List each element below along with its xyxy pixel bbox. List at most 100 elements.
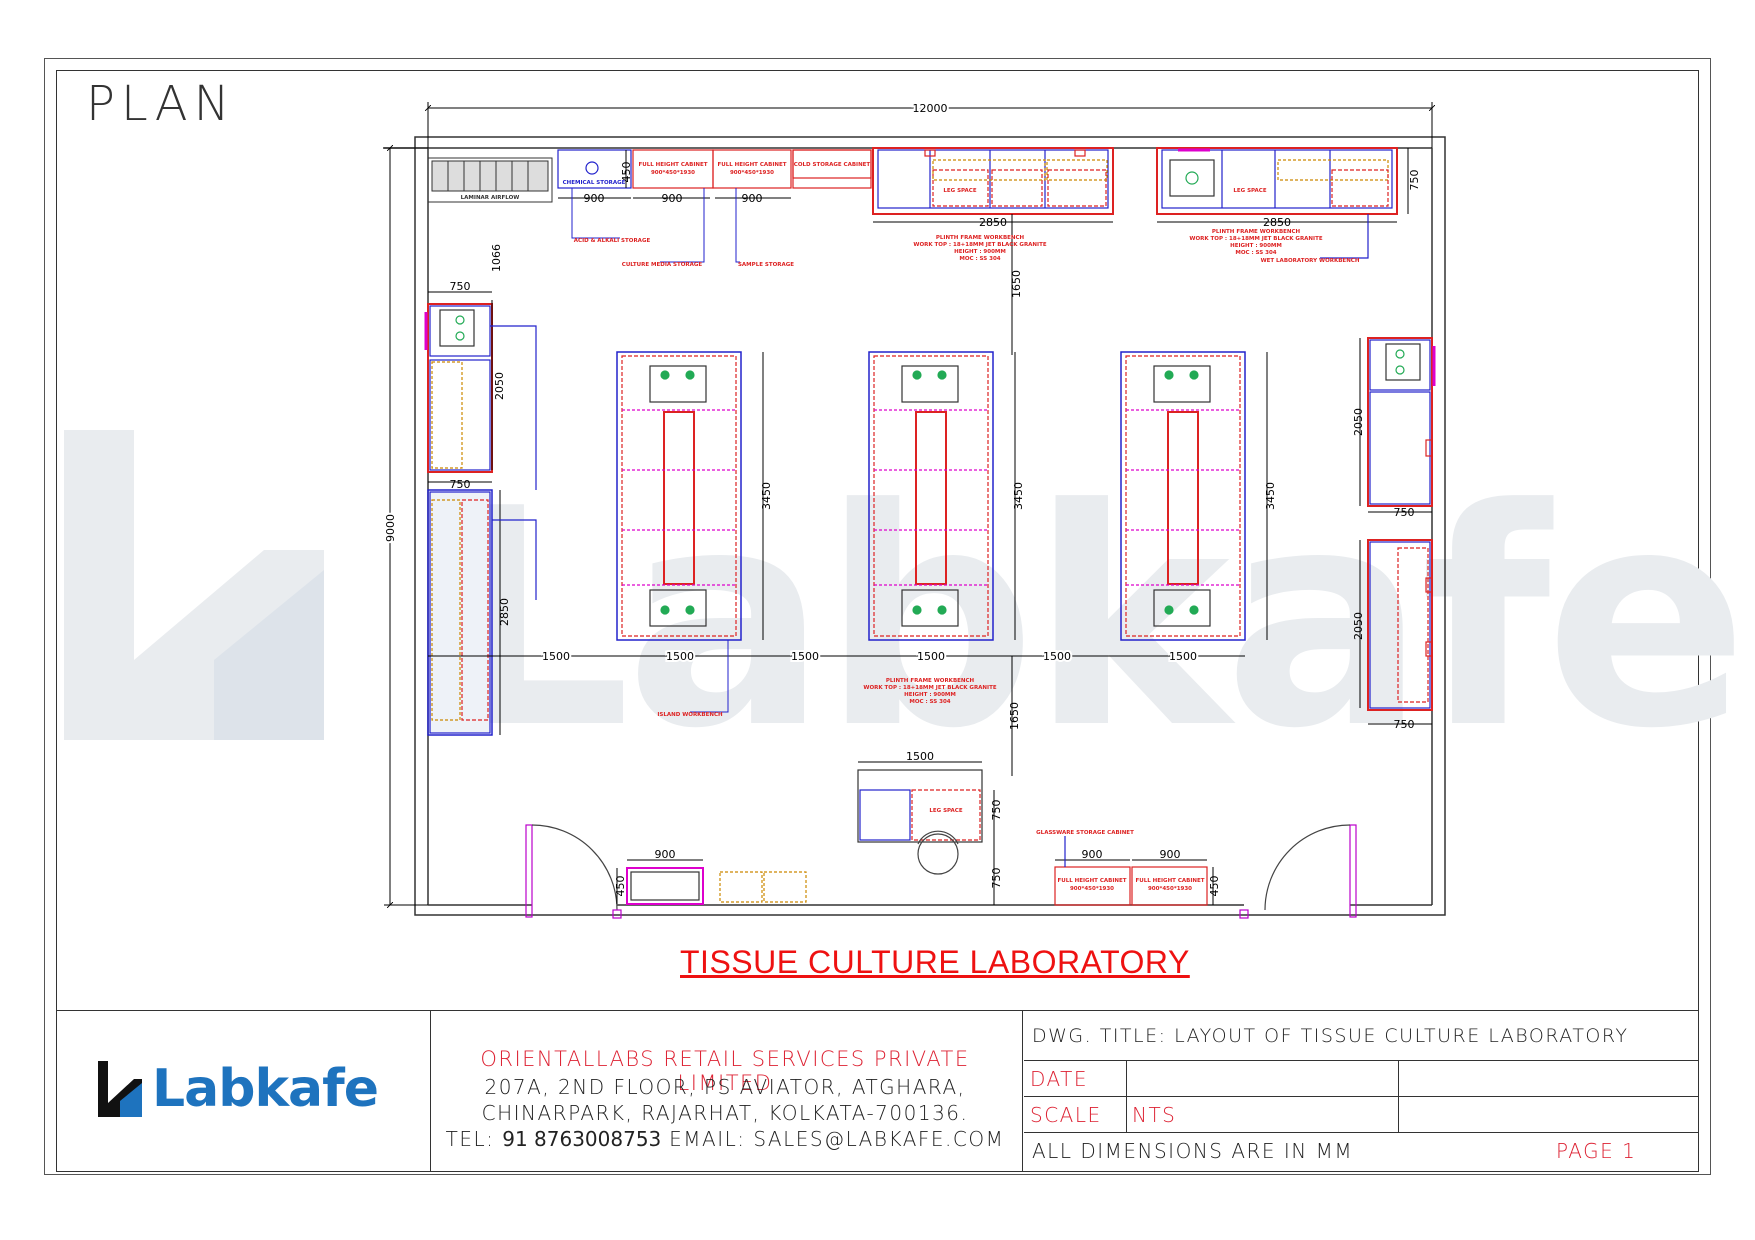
label-cold-storage: COLD STORAGE CABINET <box>794 162 871 168</box>
island-dimension-lines <box>428 352 1268 776</box>
wall-bench-left-lower <box>427 481 600 736</box>
dimension-text: 12000 9000 900 900 900 450 1066 750 2050… <box>382 100 1421 897</box>
dim-top-900-b: 900 <box>662 192 683 205</box>
dim-island1-1500: 1500 <box>666 650 694 663</box>
label-full-height-cabinet-b: FULL HEIGHT CABINET <box>718 162 787 168</box>
label-full-height-cabinet-a: FULL HEIGHT CABINET <box>639 162 708 168</box>
dimensions-note: ALL DIMENSIONS ARE IN MM <box>1032 1139 1354 1163</box>
plan-label: PLAN <box>86 76 236 132</box>
dim-right-750-a: 750 <box>1394 506 1415 519</box>
label-height-top: HEIGHT : 900MM <box>954 249 1006 255</box>
label-island: ISLAND WORKBENCH <box>657 712 723 718</box>
label-leg-space-bench: LEG SPACE <box>929 808 962 814</box>
label-sample-storage: SAMPLE STORAGE <box>738 262 794 268</box>
dim-total-height: 9000 <box>384 514 397 542</box>
dim-island3-1500: 1500 <box>1169 650 1197 663</box>
label-plinth-topright: PLINTH FRAME WORKBENCH <box>1212 229 1301 235</box>
labkafe-logo-icon <box>98 1061 142 1117</box>
label-moc-top: MOC : SS 304 <box>959 256 1000 262</box>
wall-bench-top-right <box>1156 147 1409 259</box>
drawing-info: DWG. TITLE: LAYOUT OF TISSUE CULTURE LAB… <box>1024 1011 1699 1172</box>
logo-text: Labkafe <box>152 1059 379 1119</box>
dim-top-right-2850: 2850 <box>1263 216 1291 229</box>
label-worktop-mid: WORK TOP : 18+18MM JET BLACK GRANITE <box>863 685 996 691</box>
label-worktop-top: WORK TOP : 18+18MM JET BLACK GRANITE <box>913 242 1046 248</box>
scale-value: NTS <box>1132 1103 1177 1127</box>
label-moc-topright: MOC : SS 304 <box>1235 250 1276 256</box>
label-height-mid: HEIGHT : 900MM <box>904 692 956 698</box>
dim-island2-1500: 1500 <box>917 650 945 663</box>
wall-bench-left-upper <box>424 291 537 490</box>
dim-lower-1650: 1650 <box>1008 702 1021 730</box>
island-workbench-3 <box>1120 351 1246 641</box>
dim-gap-1500-c: 1500 <box>1043 650 1071 663</box>
wall-bench-right-upper <box>1359 337 1436 513</box>
label-full-height-size-c: 900*450*1930 <box>1070 886 1114 892</box>
island-workbench-2 <box>868 351 994 641</box>
label-leg-space-topright: LEG SPACE <box>1233 188 1266 194</box>
dim-bottom-1500: 1500 <box>906 750 934 763</box>
email: EMAIL: SALES@LABKAFE.COM <box>669 1127 1005 1151</box>
annotation-labels: LAMINAR AIRFLOW CHEMICAL STORAGE FULL HE… <box>461 162 1360 892</box>
wall-bench-right-lower <box>1359 539 1433 725</box>
overall-dimension-lines <box>384 102 1432 905</box>
label-full-height-size-d: 900*450*1930 <box>1148 886 1192 892</box>
dim-top-mid-2850: 2850 <box>979 216 1007 229</box>
dim-gap-1500-a: 1500 <box>542 650 570 663</box>
watermark: Labkafe <box>440 445 1748 794</box>
door-left <box>525 824 622 919</box>
title-block: Labkafe ORIENTALLABS RETAIL SERVICES PRI… <box>56 1010 1699 1172</box>
label-acid-alkali: ACID & ALKALI STORAGE <box>574 238 651 244</box>
company-contact: TEL: 91 8763008753 EMAIL: SALES@LABKAFE.… <box>430 1127 1020 1151</box>
dim-top-900-a: 900 <box>584 192 605 205</box>
company-address-2: CHINARPARK, RAJARHAT, KOLKATA-700136. <box>481 1101 969 1125</box>
outer-frame <box>44 58 1711 1175</box>
date-label: DATE <box>1030 1067 1089 1091</box>
label-full-height-cabinet-c: FULL HEIGHT CABINET <box>1058 878 1127 884</box>
dim-right-2050-a: 2050 <box>1352 408 1365 436</box>
label-wet-lab: WET LABORATORY WORKBENCH <box>1261 258 1360 264</box>
island-workbench-1 <box>616 351 742 641</box>
door-right <box>1239 824 1357 919</box>
top-storage-dimensions <box>558 150 791 199</box>
page-number: PAGE 1 <box>1556 1139 1637 1163</box>
company-address-1: 207A, 2ND FLOOR, PS AVIATOR, ATGHARA, <box>484 1075 966 1099</box>
dim-island3-3450: 3450 <box>1264 482 1277 510</box>
dim-upper-1650: 1650 <box>1010 270 1023 298</box>
tel-label: TEL: <box>445 1127 495 1151</box>
company-name: ORIENTALLABS RETAIL SERVICES PRIVATE LIM… <box>480 1047 970 1095</box>
main-title: TISSUE CULTURE LABORATORY <box>680 944 1190 980</box>
dim-gap-1500-b: 1500 <box>791 650 819 663</box>
date-scale-divider-2 <box>1398 1061 1399 1133</box>
logo-cell: Labkafe <box>56 1011 431 1172</box>
label-worktop-topright: WORK TOP : 18+18MM JET BLACK GRANITE <box>1189 236 1322 242</box>
label-chemical-storage: CHEMICAL STORAGE <box>563 180 626 186</box>
scale-label: SCALE <box>1030 1103 1102 1127</box>
dim-left-750-b: 750 <box>450 478 471 491</box>
dwg-title: DWG. TITLE: LAYOUT OF TISSUE CULTURE LAB… <box>1032 1025 1629 1047</box>
watermark-logo-mark <box>64 430 324 740</box>
scale-row: SCALE NTS <box>1024 1097 1699 1133</box>
bottom-cabinets <box>616 836 1214 906</box>
top-storage-cabinets <box>557 149 872 189</box>
dim-left-2850: 2850 <box>498 598 511 626</box>
label-moc-mid: MOC : SS 304 <box>909 699 950 705</box>
inner-frame <box>56 70 1699 1172</box>
dwg-title-row: DWG. TITLE: LAYOUT OF TISSUE CULTURE LAB… <box>1024 1011 1699 1061</box>
label-full-height-size-a: 900*450*1930 <box>651 170 695 176</box>
label-full-height-size-b: 900*450*1930 <box>730 170 774 176</box>
label-culture-media: CULTURE MEDIA STORAGE <box>622 262 703 268</box>
dim-right-750-b: 750 <box>1394 718 1415 731</box>
dim-bottom-450-b: 450 <box>1208 876 1221 897</box>
dim-1066: 1066 <box>490 244 503 272</box>
dim-top-900-c: 900 <box>742 192 763 205</box>
date-scale-divider <box>1126 1061 1127 1133</box>
top-storage-leaders <box>571 188 740 263</box>
label-full-height-cabinet-d: FULL HEIGHT CABINET <box>1136 878 1205 884</box>
dim-island2-3450: 3450 <box>1012 482 1025 510</box>
dim-bottom-900-c: 900 <box>1160 848 1181 861</box>
room-walls <box>383 136 1446 916</box>
dim-bottom-900-a: 900 <box>655 848 676 861</box>
dim-island1-3450: 3450 <box>760 482 773 510</box>
